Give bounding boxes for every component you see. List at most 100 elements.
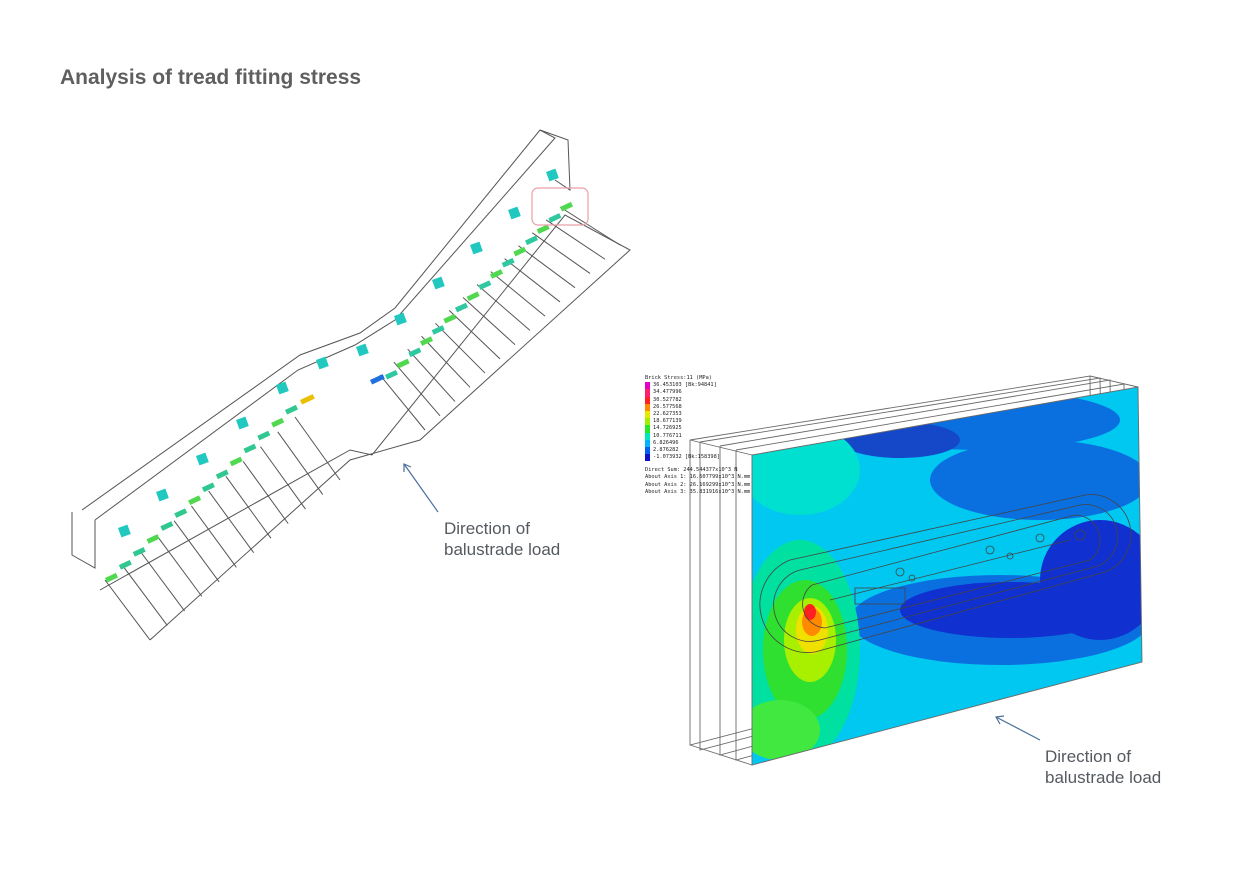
- tread-fitting-marker: [490, 269, 503, 279]
- legend-swatch: [645, 432, 650, 440]
- legend-swatch: [645, 446, 650, 455]
- tread-fitting-marker: [478, 280, 492, 290]
- tread-fitting-marker: [300, 394, 315, 405]
- tread-line: [393, 361, 441, 417]
- tread-line: [490, 271, 546, 317]
- legend-value: 30.527782: [653, 396, 682, 403]
- load-direction-arrow-left: [403, 463, 439, 513]
- tread-line: [225, 475, 272, 539]
- tread-line: [518, 245, 576, 289]
- tread-fitting-marker: [201, 482, 215, 493]
- legend-sum: About Axis 1: 16.607799x10^3 N.mm: [645, 474, 751, 481]
- tread-line: [156, 535, 203, 597]
- tread-fitting-marker: [271, 417, 285, 428]
- legend-entry: 22.627353: [645, 410, 750, 419]
- legend-swatch: [645, 418, 650, 426]
- annotation-right: Direction of balustrade load: [1045, 746, 1161, 788]
- tread-line: [208, 490, 255, 554]
- baluster-fitting: [508, 206, 521, 220]
- annotation-line: balustrade load: [1045, 768, 1162, 787]
- legend-entry: 14.726925: [645, 425, 750, 433]
- legend-title: Brick Stress:11 (MPa): [645, 375, 712, 381]
- tread-line: [421, 335, 471, 388]
- tread-fitting-marker: [396, 358, 410, 369]
- legend-value: 22.627353: [653, 410, 682, 417]
- baluster-fitting: [118, 524, 131, 538]
- legend-swatch: [645, 389, 650, 397]
- annotation-left: Direction of balustrade load: [444, 518, 560, 560]
- tread-fitting-marker: [443, 313, 457, 324]
- baluster-fitting: [546, 168, 559, 182]
- tread-fitting-marker: [513, 246, 527, 257]
- legend-swatch: [645, 439, 650, 447]
- baluster-fitting: [431, 276, 445, 290]
- tread-line: [121, 564, 168, 626]
- legend-swatch: [645, 396, 650, 404]
- tread-line: [545, 219, 606, 260]
- baluster-fitting: [196, 452, 209, 466]
- legend-entry: 6.826496: [645, 439, 750, 447]
- baluster-fitting: [469, 241, 483, 255]
- tread-fitting-marker: [188, 495, 202, 505]
- tread-fitting-marker: [559, 201, 573, 212]
- balustrade-outline: [81, 129, 556, 521]
- stress-legend: Brick Stress:11 (MPa) 36.453103 [Bk:9484…: [645, 375, 750, 496]
- legend-sum: About Axis 3: 35.831916x10^3 N.mm: [645, 488, 751, 495]
- legend-swatch: [645, 425, 650, 433]
- tread-fitting-marker: [215, 469, 229, 480]
- legend-entry: -1.073932 [Bk:158398]: [645, 454, 750, 462]
- tread-line: [173, 520, 220, 583]
- top-end-panel: [539, 129, 571, 191]
- tread-line: [139, 550, 185, 612]
- tread-line: [242, 461, 289, 524]
- tread-fitting-marker: [104, 572, 118, 583]
- legend-value: 10.776711: [653, 432, 682, 439]
- legend-swatch: [645, 410, 650, 419]
- legend-entry: 2.876282: [645, 446, 750, 455]
- legend-entry: 10.776711: [645, 432, 750, 440]
- tread-line: [504, 258, 561, 303]
- legend-swatch: [645, 454, 650, 462]
- tread-line: [190, 505, 237, 568]
- baluster-fitting: [156, 488, 169, 502]
- baluster-fitting: [316, 356, 329, 370]
- legend-value: 36.453103 [Bk:94841]: [653, 382, 717, 389]
- tread-fitting-marker: [229, 456, 243, 467]
- legend-swatch: [645, 382, 650, 390]
- tread-line: [277, 431, 324, 495]
- tread-line: [532, 232, 591, 274]
- tread-fitting-marker: [257, 430, 271, 441]
- baluster-fitting: [393, 312, 407, 326]
- legend-sum: About Axis 2: 26.169299x10^3 N.mm: [645, 481, 751, 488]
- stringer-outline: [99, 214, 631, 641]
- tread-fitting-marker: [118, 560, 132, 570]
- legend-value: 6.826496: [653, 439, 679, 446]
- tread-fitting-marker: [455, 302, 468, 313]
- tread-line: [407, 348, 456, 402]
- fitting-outline: [759, 494, 1132, 653]
- tread-line: [476, 284, 531, 331]
- highlight-box: [531, 187, 589, 226]
- tread-fitting-marker: [146, 534, 160, 544]
- legend-entry: 26.577568: [645, 403, 750, 411]
- tread-fitting-marker: [431, 325, 445, 335]
- tread-fitting-marker: [501, 257, 515, 268]
- tread-fitting-marker: [525, 235, 538, 246]
- tread-fitting-marker: [548, 213, 562, 223]
- legend-value: -1.073932 [Bk:158398]: [653, 454, 720, 461]
- legend-entry: 18.677139: [645, 418, 750, 426]
- tread-fitting-marker: [408, 347, 422, 358]
- tread-fitting-marker: [420, 336, 433, 346]
- tread-fitting-marker: [536, 224, 550, 234]
- tread-fitting-marker: [160, 521, 174, 531]
- legend-value: 2.876282: [653, 446, 679, 453]
- tread-fitting-marker: [174, 508, 188, 518]
- tread-fitting-marker: [370, 374, 385, 385]
- tread-line: [448, 310, 501, 360]
- tread-line: [260, 446, 306, 510]
- tread-line: [104, 579, 151, 641]
- tread-line: [379, 374, 426, 431]
- tread-fitting-marker: [132, 547, 146, 557]
- legend-value: 18.677139: [653, 418, 682, 425]
